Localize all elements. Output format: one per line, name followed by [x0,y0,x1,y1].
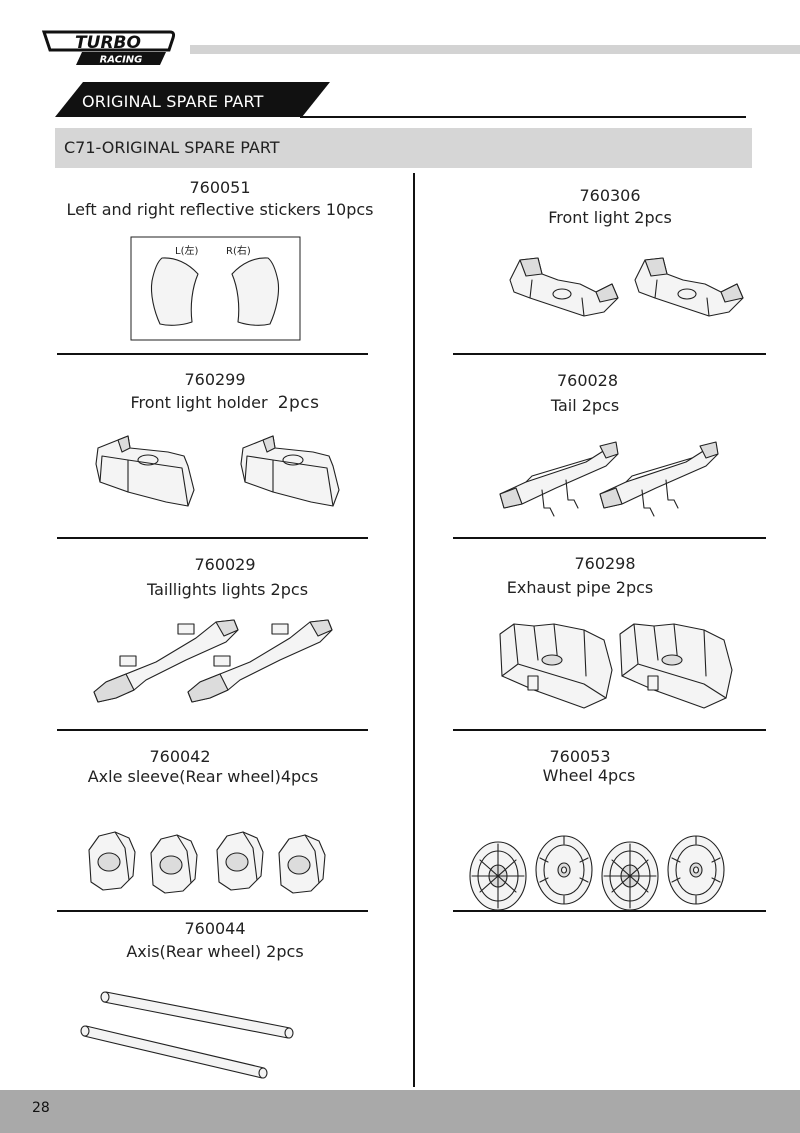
part-desc-760051: Left and right reflective stickers 10pcs [66,200,374,219]
part-desc-760053: Wheel 4pcs [542,766,636,785]
row-divider-left-1 [57,353,368,355]
exhaust-pipe-image [499,623,733,709]
page-number: 28 [32,1100,50,1116]
row-divider-right-3 [453,729,766,731]
wheel-image [469,835,725,911]
part-desc-760298: Exhaust pipe 2pcs [506,578,654,597]
part-code-760298: 760298 [574,554,636,573]
reflective-stickers-image: L(左) R(右) [130,236,301,341]
part-code-760029: 760029 [194,555,256,574]
tail-wing-image [499,441,719,517]
logo-main-text: TURBO [75,33,141,53]
part-desc-760306: Front light 2pcs [548,208,672,227]
part-code-760044: 760044 [184,919,246,938]
row-divider-left-2 [57,537,368,539]
row-divider-left-3 [57,729,368,731]
part-code-760306: 760306 [579,186,641,205]
part-desc-760029: Taillights lights 2pcs [146,580,309,599]
taillights-image [93,619,333,703]
row-divider-right-2 [453,537,766,539]
row-divider-left-4 [57,910,368,912]
banner-underline [300,116,746,118]
column-divider [413,173,415,1087]
sticker-label-right: R(右) [226,244,251,257]
part-desc-760299-text: Front light holder [130,393,268,412]
row-divider-right-1 [453,353,766,355]
front-light-image [509,257,744,317]
section-bar [55,128,752,168]
part-qty-760299: 2pcs [277,393,320,413]
part-code-760299: 760299 [184,370,246,389]
row-divider-right-4 [453,910,766,912]
sticker-label-left: L(左) [175,244,198,257]
banner-title: ORIGINAL SPARE PART [82,92,264,111]
part-desc-760299: Front light holder 2pcs [60,393,390,413]
part-code-760051: 760051 [189,178,251,197]
part-code-760028: 760028 [556,371,619,390]
banner-shape [55,82,330,117]
axis-rear-wheel-image [80,991,294,1079]
logo-sub-text: RACING [100,55,143,66]
part-code-760042: 760042 [149,747,211,766]
part-desc-760044: Axis(Rear wheel) 2pcs [126,942,304,961]
part-desc-760042: Axle sleeve(Rear wheel)4pcs [87,767,319,786]
footer-bar [0,1090,800,1133]
part-code-760053: 760053 [549,747,611,766]
turbo-racing-logo: TURBO RACING [41,30,176,66]
front-light-holder-image [95,435,340,507]
section-title: C71-ORIGINAL SPARE PART [64,138,280,157]
header-rule [190,45,800,54]
axle-sleeve-image [88,831,326,894]
part-desc-760028: Tail 2pcs [550,396,620,415]
